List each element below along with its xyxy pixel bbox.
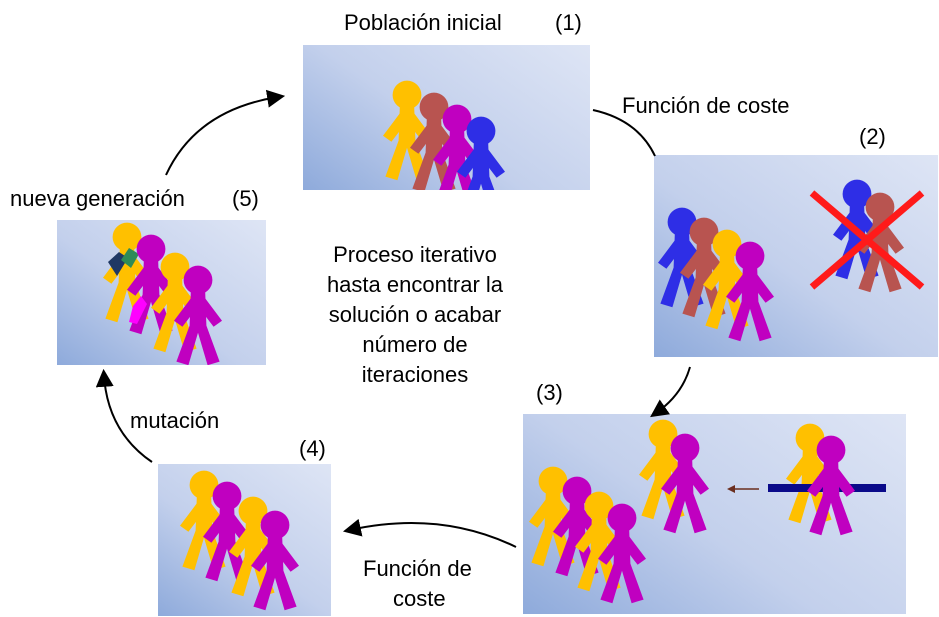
center-line-3: solución o acabar — [328, 302, 502, 327]
label-cost-function-bottom-2: coste — [393, 586, 446, 611]
label-step-4: (4) — [299, 436, 326, 461]
discard-cross-icon — [809, 190, 925, 290]
label-mutation: mutación — [130, 408, 220, 433]
panel-new-generation — [57, 220, 266, 365]
label-initial-population: Población inicial — [344, 10, 502, 35]
panel-selection — [654, 155, 938, 357]
mutation-patch — [121, 248, 139, 268]
panel-offspring — [158, 464, 331, 616]
panel-initial-population — [303, 45, 590, 190]
label-step-3: (3) — [536, 380, 563, 405]
center-line-4: número de — [362, 332, 468, 357]
left-arrow-icon — [727, 485, 759, 493]
arrow-3-to-4 — [342, 518, 517, 548]
center-line-2: hasta encontrar la — [326, 272, 504, 297]
center-line-5: iteraciones — [361, 362, 469, 387]
label-step-2: (2) — [859, 124, 886, 149]
center-line-1: Proceso iterativo — [333, 242, 497, 267]
arrow-5-to-1 — [165, 89, 286, 176]
panel-crossover — [523, 414, 906, 614]
label-cost-function-bottom-1: Función de — [363, 556, 472, 581]
arrow-2-to-3 — [650, 366, 691, 418]
label-new-generation: nueva generación — [10, 186, 185, 211]
mutation-patch — [129, 296, 147, 324]
label-step-1: (1) — [555, 10, 582, 35]
label-cost-function-top: Función de coste — [622, 93, 790, 118]
center-description: Proceso iterativo hasta encontrar la sol… — [300, 240, 530, 390]
label-step-5: (5) — [232, 186, 259, 211]
